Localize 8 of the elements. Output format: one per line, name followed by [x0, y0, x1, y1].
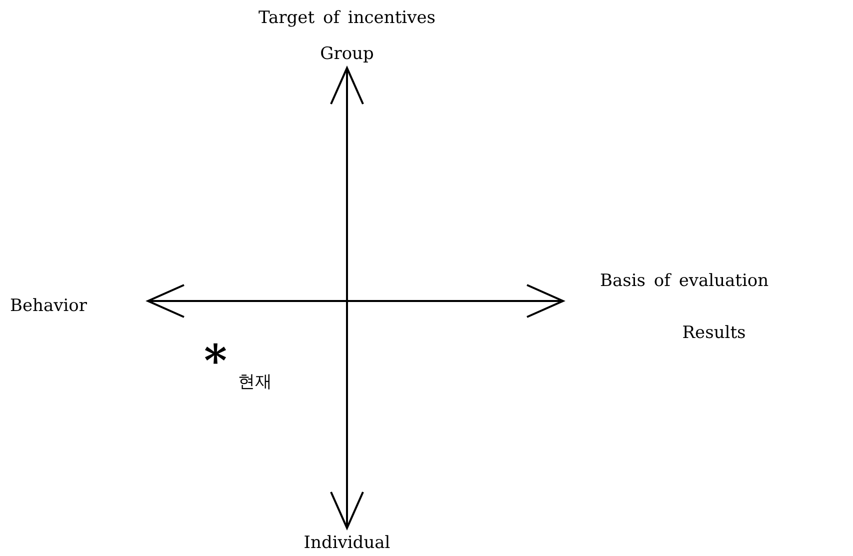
axis-end-label: Individual [304, 533, 390, 554]
axis-title: Target of incentives [258, 8, 436, 28]
axis-title: Basis of evaluation [600, 271, 769, 292]
axis-end-label: Behavior [10, 296, 88, 316]
axis-end-label: Results [682, 323, 746, 344]
asterisk-marker: * [204, 340, 228, 384]
axis-end-label: Group [320, 44, 374, 64]
position-label: 현재 [238, 372, 272, 392]
